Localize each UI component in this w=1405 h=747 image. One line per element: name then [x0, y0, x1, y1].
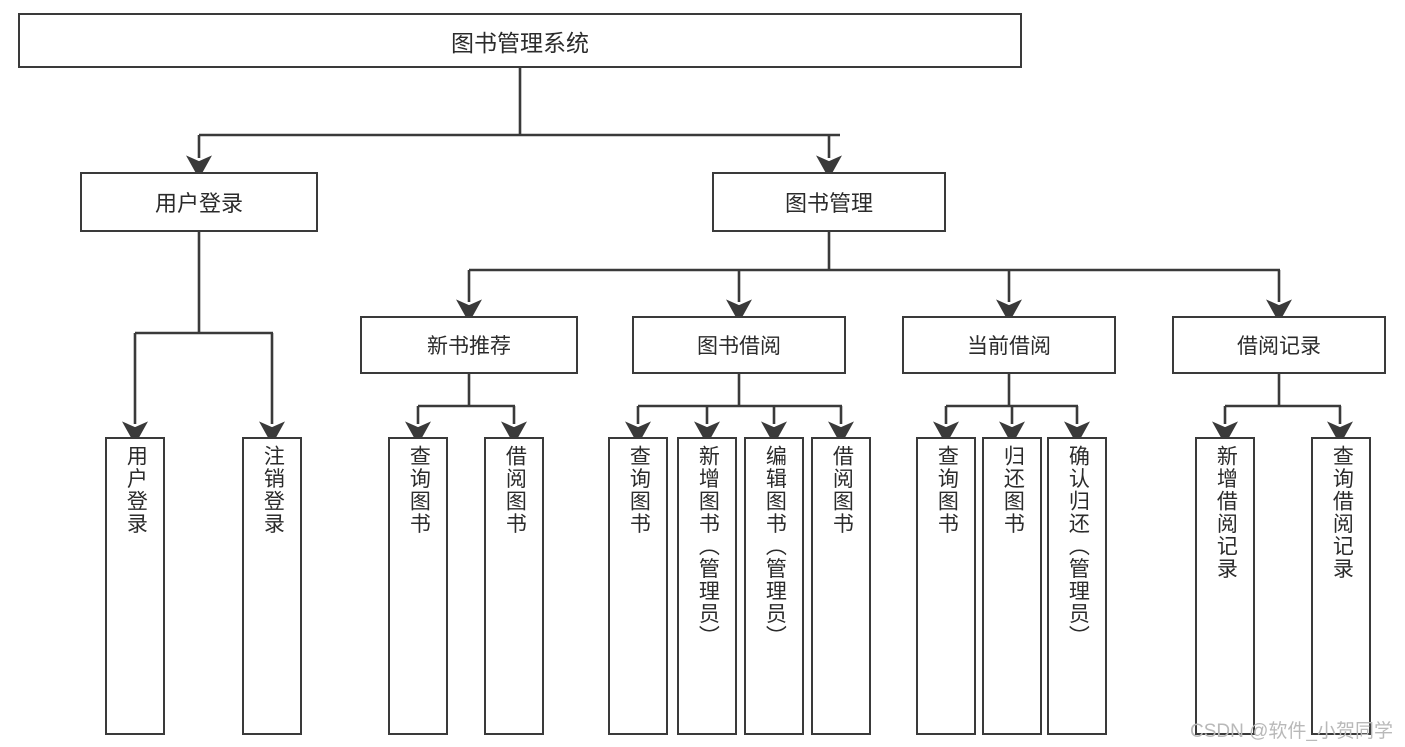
leaf-new-book-borrow[interactable]: 借阅图书	[484, 437, 544, 735]
node-borrow-record[interactable]: 借阅记录	[1172, 316, 1386, 374]
node-book-management[interactable]: 图书管理	[712, 172, 946, 232]
leaf-current-borrow-return[interactable]: 归还图书	[982, 437, 1042, 735]
node-new-book-recommend[interactable]: 新书推荐	[360, 316, 578, 374]
leaf-label: 借阅图书	[830, 445, 854, 535]
leaf-label: 查询图书	[935, 445, 959, 535]
leaf-label: 新增图书（管理员）	[696, 445, 720, 648]
leaf-label: 查询图书	[407, 445, 431, 535]
leaf-current-borrow-query[interactable]: 查询图书	[916, 437, 976, 735]
leaf-label: 新增借阅记录	[1214, 445, 1238, 580]
leaf-borrow-record-query[interactable]: 查询借阅记录	[1311, 437, 1371, 735]
node-new-book-recommend-label: 新书推荐	[427, 335, 511, 358]
leaf-label: 查询借阅记录	[1330, 445, 1354, 580]
leaf-book-borrow-query[interactable]: 查询图书	[608, 437, 668, 735]
leaf-label: 用户登录	[124, 445, 148, 535]
leaf-book-borrow-edit[interactable]: 编辑图书（管理员）	[744, 437, 804, 735]
node-user-login-label: 用户登录	[154, 191, 243, 216]
leaf-borrow-record-add[interactable]: 新增借阅记录	[1195, 437, 1255, 735]
node-root-label: 图书管理系统	[451, 29, 589, 56]
node-book-management-label: 图书管理	[784, 191, 873, 216]
node-current-borrow-label: 当前借阅	[967, 335, 1051, 358]
node-root-system[interactable]: 图书管理系统	[18, 13, 1022, 68]
leaf-user-login-logout[interactable]: 注销登录	[242, 437, 302, 735]
node-user-login[interactable]: 用户登录	[80, 172, 318, 232]
leaf-label: 归还图书	[1001, 445, 1025, 535]
node-book-borrow[interactable]: 图书借阅	[632, 316, 846, 374]
leaf-label: 注销登录	[261, 445, 285, 535]
leaf-label: 查询图书	[627, 445, 651, 535]
leaf-user-login-login[interactable]: 用户登录	[105, 437, 165, 735]
leaf-label: 确认归还（管理员）	[1066, 445, 1090, 648]
leaf-new-book-query[interactable]: 查询图书	[388, 437, 448, 735]
leaf-label: 编辑图书（管理员）	[763, 445, 787, 648]
watermark-text: CSDN @软件_小贺同学	[1190, 721, 1393, 742]
node-borrow-record-label: 借阅记录	[1237, 335, 1321, 358]
leaf-current-borrow-confirm-return[interactable]: 确认归还（管理员）	[1047, 437, 1107, 735]
node-book-borrow-label: 图书借阅	[697, 335, 781, 358]
leaf-book-borrow-borrow[interactable]: 借阅图书	[811, 437, 871, 735]
leaf-label: 借阅图书	[503, 445, 527, 535]
node-current-borrow[interactable]: 当前借阅	[902, 316, 1116, 374]
leaf-book-borrow-add[interactable]: 新增图书（管理员）	[677, 437, 737, 735]
